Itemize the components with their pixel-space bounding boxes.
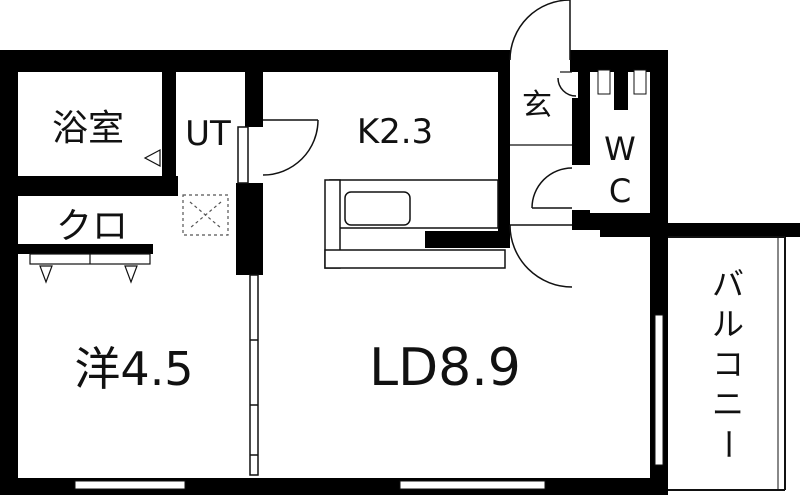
- windows: [74, 69, 664, 490]
- balcony-char-5: ー: [709, 428, 747, 460]
- kitchen-label: K2.3: [357, 112, 433, 152]
- toilet-label-top: W: [604, 130, 636, 168]
- entrance-label: 玄: [522, 88, 552, 123]
- interior-walls: [18, 60, 668, 275]
- balcony-char-4: ニ: [712, 385, 744, 423]
- western-room-label: 洋4.5: [74, 342, 193, 396]
- living-dining-label: LD8.9: [369, 338, 521, 398]
- balcony-label: バ ル コ ニ ー: [709, 265, 747, 460]
- balcony-char-1: バ: [712, 265, 744, 303]
- sink: [344, 191, 411, 226]
- toilet-label-bottom: C: [609, 172, 631, 210]
- washer-space: [182, 194, 229, 236]
- bath-label: 浴室: [52, 108, 124, 149]
- doors: [262, 0, 577, 288]
- utility-label: UT: [185, 114, 231, 154]
- sliding-door-partition: [237, 126, 259, 476]
- balcony-char-3: コ: [712, 345, 744, 383]
- balcony-outline: [668, 236, 786, 491]
- kitchen-counter: [324, 179, 506, 269]
- closet-fittings: [29, 149, 161, 284]
- closet-label: クロ: [56, 206, 128, 247]
- entrance-step: [510, 71, 572, 146]
- balcony-char-2: ル: [712, 305, 744, 343]
